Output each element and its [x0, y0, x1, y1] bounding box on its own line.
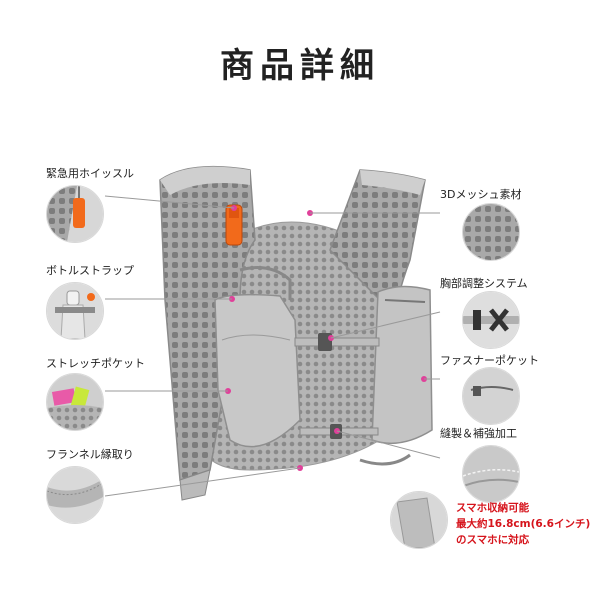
feature-label-stitching: 縫製＆補強加工 — [440, 427, 517, 440]
phone-note-line1: スマホ収納可能 — [456, 502, 530, 514]
feature-label-bottle-strap: ボトルストラップ — [46, 264, 134, 277]
stretch-pocket-icon — [46, 373, 104, 431]
mesh-icon — [462, 203, 520, 261]
phone-note-line3: のスマホに対応 — [456, 534, 530, 546]
zipper-pocket-icon — [462, 367, 520, 425]
phone-note-line2: 最大約16.8cm(6.6インチ) — [456, 518, 591, 530]
feature-label-zipper-pocket: ファスナーポケット — [440, 354, 539, 367]
page-title: 商品詳細 — [220, 46, 380, 86]
feature-label-whistle: 緊急用ホイッスル — [46, 167, 134, 180]
flannel-trim-icon — [46, 466, 104, 524]
whistle-icon — [46, 185, 104, 243]
bottle-strap-icon — [46, 282, 104, 340]
chest-buckle-icon — [462, 291, 520, 349]
feature-label-chest-adjust: 胸部調整システム — [440, 277, 528, 290]
feature-label-3d-mesh: 3Dメッシュ素材 — [440, 188, 522, 201]
feature-label-stretch-pocket: ストレッチポケット — [46, 357, 145, 370]
stitching-icon — [462, 445, 520, 503]
feature-label-flannel-trim: フランネル縁取り — [46, 448, 134, 461]
phone-pocket-icon — [390, 491, 448, 549]
phone-capacity-note: スマホ収納可能 最大約16.8cm(6.6インチ) のスマホに対応 — [456, 500, 590, 548]
